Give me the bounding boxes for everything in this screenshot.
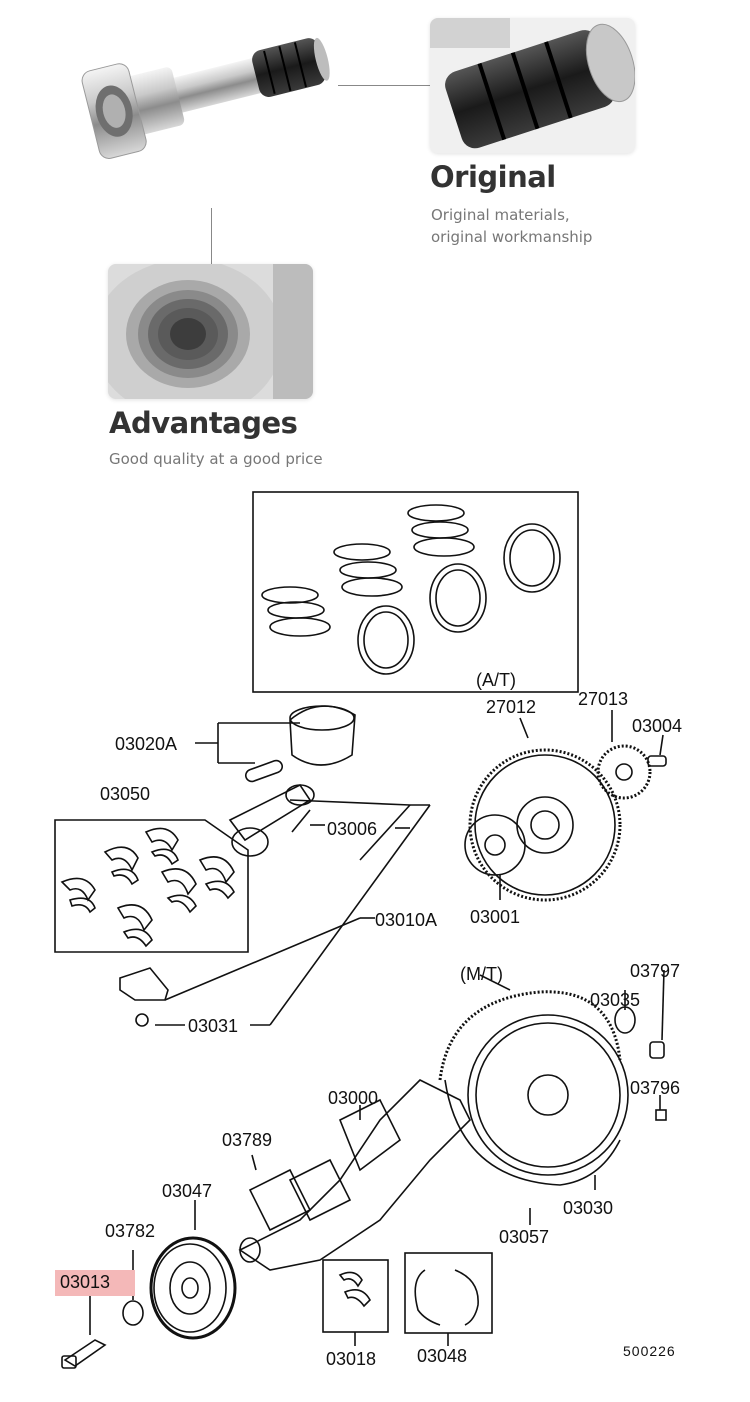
pulley-washer <box>122 1300 144 1326</box>
label-27013: 27013 <box>578 689 628 709</box>
label-03010A: 03010A <box>375 910 437 930</box>
thrust-bearing-box <box>322 1259 389 1333</box>
label-03018: 03018 <box>326 1349 376 1369</box>
label-03000: 03000 <box>328 1088 378 1108</box>
parts-diagram: (A/T) 27012 27013 03004 03020A 03050 030… <box>0 480 750 1397</box>
diagram-code: 500226 <box>623 1343 676 1359</box>
label-03004: 03004 <box>632 716 682 736</box>
label-03006: 03006 <box>327 819 377 839</box>
label-03030: 03030 <box>563 1198 613 1218</box>
label-03048: 03048 <box>417 1346 467 1366</box>
crank-adapter <box>596 744 652 800</box>
label-03782: 03782 <box>105 1221 155 1241</box>
piston-ring-set-box <box>252 491 579 693</box>
feature-desc-advantages: Good quality at a good price <box>109 450 323 468</box>
bearing-box <box>54 819 249 953</box>
flywheel <box>467 1014 629 1176</box>
label-mt: (M/T) <box>460 964 503 984</box>
feature-title-advantages: Advantages <box>109 406 298 440</box>
feature-desc-line: original workmanship <box>431 228 593 246</box>
crank-pulley <box>149 1236 237 1340</box>
feature-title-original: Original <box>430 160 556 194</box>
drive-plate <box>474 754 616 896</box>
bearing-cap <box>119 967 169 1001</box>
parts-diagram-svg: (A/T) 27012 27013 03004 03020A 03050 030… <box>54 491 682 1369</box>
highlight-03013 <box>55 1270 135 1296</box>
photo-rubber-boot <box>430 18 635 153</box>
label-03797: 03797 <box>630 961 680 981</box>
label-03057: 03057 <box>499 1227 549 1247</box>
label-03031: 03031 <box>188 1016 238 1036</box>
label-03020A: 03020A <box>115 734 177 754</box>
feature-desc-original: Original materials, original workmanship <box>431 204 592 248</box>
piston <box>289 705 356 766</box>
thrust-washer-box <box>404 1252 493 1334</box>
connector-line <box>211 208 212 264</box>
pulley-bolt <box>63 1339 107 1367</box>
label-03047: 03047 <box>162 1181 212 1201</box>
label-03789: 03789 <box>222 1130 272 1150</box>
label-03035: 03035 <box>590 990 640 1010</box>
label-03001: 03001 <box>470 907 520 927</box>
label-03050: 03050 <box>100 784 150 804</box>
label-at: (A/T) <box>476 670 516 690</box>
label-03796: 03796 <box>630 1078 680 1098</box>
feature-desc-line: Original materials, <box>431 206 570 224</box>
label-03013: 03013 <box>60 1272 110 1292</box>
crankshaft <box>238 1079 471 1271</box>
label-27012: 27012 <box>486 697 536 717</box>
connector-line <box>338 85 430 86</box>
connecting-rod <box>228 783 312 842</box>
adapter-plate <box>464 814 526 876</box>
photo-threaded-bore <box>108 264 313 399</box>
product-photo-guide-pin <box>60 10 350 190</box>
